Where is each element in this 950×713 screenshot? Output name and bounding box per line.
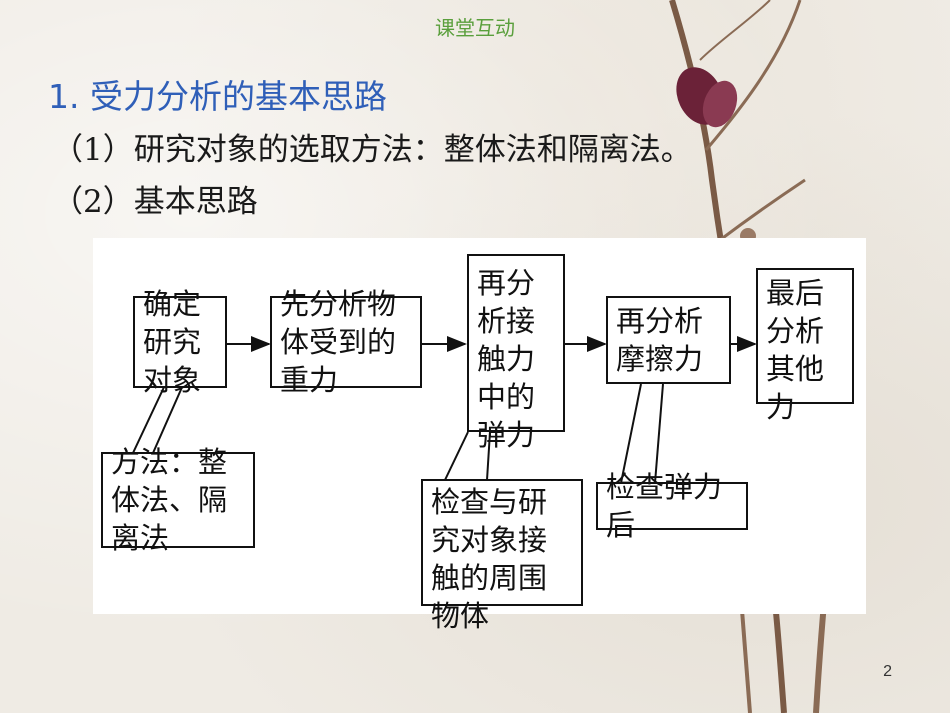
point-1-text: 研究对象的选取方法：整体法和隔离法。	[133, 132, 692, 168]
step-box-2: 先分析物体受到的重力	[270, 287, 422, 397]
step-2-text: 先分析物体受到的重力	[280, 287, 397, 397]
step-box-3: 再分析接触力中的弹力	[467, 254, 565, 452]
point-2-number: 2	[83, 184, 103, 220]
point-2-close-paren: ）	[102, 184, 134, 220]
step-box-5: 最后分析其他力	[756, 268, 854, 424]
step-4-text: 再分析摩擦力	[616, 304, 704, 376]
note-box-3: 检查弹力后	[596, 470, 748, 542]
note-box-1: 方法：整体法、隔离法	[101, 445, 255, 555]
step-5-text: 最后分析其他力	[766, 276, 825, 424]
point-2-text: 基本思路	[133, 184, 258, 220]
step-3-text: 再分析接触力中的弹力	[477, 266, 536, 452]
note-2-text: 检查与研究对象接触的周围物体	[431, 485, 548, 633]
slide-title: 1. 受力分析的基本思路	[48, 77, 387, 116]
step-box-1: 确定研究对象	[133, 287, 227, 397]
note-1-text: 方法：整体法、隔离法	[111, 445, 228, 555]
point-1-close-paren: ）	[102, 132, 134, 168]
note-3-text: 检查弹力后	[606, 470, 723, 542]
point-1-number: 1	[83, 132, 103, 168]
point-1-open-paren: （	[52, 132, 83, 168]
note-box-2: 检查与研究对象接触的周围物体	[421, 479, 583, 633]
page-number: 2	[883, 663, 892, 680]
diagram-connectors	[131, 336, 757, 484]
point-2-open-paren: （	[52, 184, 83, 220]
point-2: （2）基本思路	[52, 176, 258, 221]
step-box-4: 再分析摩擦力	[606, 296, 731, 384]
point-1: （1）研究对象的选取方法：整体法和隔离法。	[52, 124, 692, 169]
step-1-text: 确定研究对象	[143, 287, 202, 397]
flow-diagram: 确定研究对象 先分析物体受到的重力 再分析接触力中的弹力 再分析摩擦力 最后分析…	[93, 238, 866, 633]
slide-header: 课堂互动	[435, 16, 515, 40]
